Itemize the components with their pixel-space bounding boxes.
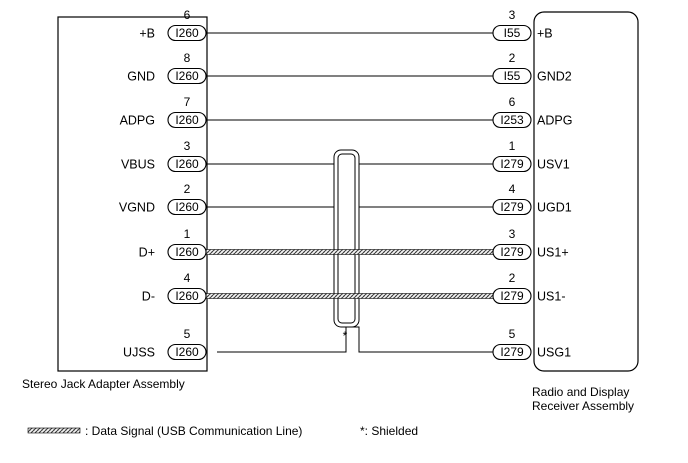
pin-number: 8 xyxy=(184,51,191,65)
pin-name: VBUS xyxy=(121,158,155,172)
connector-id: I260 xyxy=(175,113,199,127)
connector-id: I260 xyxy=(175,69,199,83)
pin-name: USG1 xyxy=(537,346,571,360)
pin-name: US1- xyxy=(537,290,565,304)
connector-oval xyxy=(492,111,532,129)
pin-name: D- xyxy=(142,290,155,304)
legend-data-signal-label: : Data Signal (USB Communication Line) xyxy=(85,424,302,438)
connector-oval xyxy=(492,343,532,361)
pin-name: D+ xyxy=(139,246,155,260)
pin-name: ADPG xyxy=(120,114,155,128)
pin-number: 3 xyxy=(509,8,516,22)
connector-oval xyxy=(492,67,532,85)
connector-oval xyxy=(167,155,207,173)
connector-oval xyxy=(167,198,207,216)
connector-oval xyxy=(167,24,207,42)
connector-oval xyxy=(167,243,207,261)
connector-oval xyxy=(492,198,532,216)
connector-id: I279 xyxy=(500,200,524,214)
pin-name: +B xyxy=(139,27,155,41)
pin-number: 1 xyxy=(184,227,191,241)
data-signal-wire xyxy=(205,249,494,255)
left-component-box xyxy=(57,16,208,372)
connector-id: I253 xyxy=(500,113,524,127)
pin-number: 2 xyxy=(509,271,516,285)
pin-number: 4 xyxy=(509,182,516,196)
connector-id: I55 xyxy=(504,26,521,40)
pin-number: 1 xyxy=(509,139,516,153)
connector-id: I260 xyxy=(175,200,199,214)
pin-number: 2 xyxy=(509,51,516,65)
wires-layer xyxy=(206,32,493,208)
pin-number: 2 xyxy=(184,182,191,196)
pin-name: GND2 xyxy=(537,70,572,84)
pin-number: 3 xyxy=(509,227,516,241)
right-pins: I553+BI552GND2I2536ADPGI2791USV1I2794UGD… xyxy=(492,8,572,361)
left-pin: I260 6 +B xyxy=(139,8,207,42)
right-component-title-line2: Receiver Assembly xyxy=(532,399,634,413)
pin-name: VGND xyxy=(119,201,155,215)
connector-id: I279 xyxy=(500,157,524,171)
pin-number: 5 xyxy=(184,327,191,341)
connector-id: I260 xyxy=(175,245,199,259)
right-component-box xyxy=(533,11,639,372)
connector-oval xyxy=(492,155,532,173)
shield-drain-wire xyxy=(217,326,497,353)
connector-oval xyxy=(167,111,207,129)
pin-name: GND xyxy=(127,70,155,84)
shield-marker: * xyxy=(343,329,348,343)
pin-number: 3 xyxy=(184,139,191,153)
pin-name: UJSS xyxy=(123,346,155,360)
data-signal-wire xyxy=(205,293,494,299)
connector-id: I260 xyxy=(175,26,199,40)
legend-data-signal-swatch xyxy=(27,427,81,434)
connector-oval xyxy=(492,287,532,305)
pin-name: US1+ xyxy=(537,246,569,260)
connector-id: I279 xyxy=(500,245,524,259)
shield-inner xyxy=(337,153,356,324)
connector-id: I260 xyxy=(175,289,199,303)
pin-name: +B xyxy=(537,27,553,41)
legend-shielded-label: *: Shielded xyxy=(360,424,418,438)
pin-name: UGD1 xyxy=(537,201,572,215)
pin-number: 6 xyxy=(184,8,191,22)
connector-oval xyxy=(167,67,207,85)
connector-oval xyxy=(492,243,532,261)
legend: : Data Signal (USB Communication Line) *… xyxy=(27,424,418,438)
pin-number: 4 xyxy=(184,271,191,285)
pin-name: ADPG xyxy=(537,114,572,128)
connector-oval xyxy=(167,343,207,361)
connector-id: I260 xyxy=(175,345,199,359)
pin-name: USV1 xyxy=(537,158,570,172)
connector-oval xyxy=(167,287,207,305)
left-pin: I260 1D+ xyxy=(139,227,207,261)
connector-id: I260 xyxy=(175,157,199,171)
right-pin: I55 3 +B xyxy=(492,8,553,42)
pin-number: 7 xyxy=(184,95,191,109)
right-component-title-line1: Radio and Display xyxy=(532,385,629,399)
pin-number: 6 xyxy=(509,95,516,109)
connector-id: I55 xyxy=(504,69,521,83)
left-pin: I260 4D- xyxy=(142,271,207,305)
left-component-title: Stereo Jack Adapter Assembly xyxy=(22,377,185,391)
pin-number: 5 xyxy=(509,327,516,341)
shield xyxy=(333,149,360,328)
connector-oval xyxy=(492,24,532,42)
connector-id: I279 xyxy=(500,289,524,303)
connector-id: I279 xyxy=(500,345,524,359)
